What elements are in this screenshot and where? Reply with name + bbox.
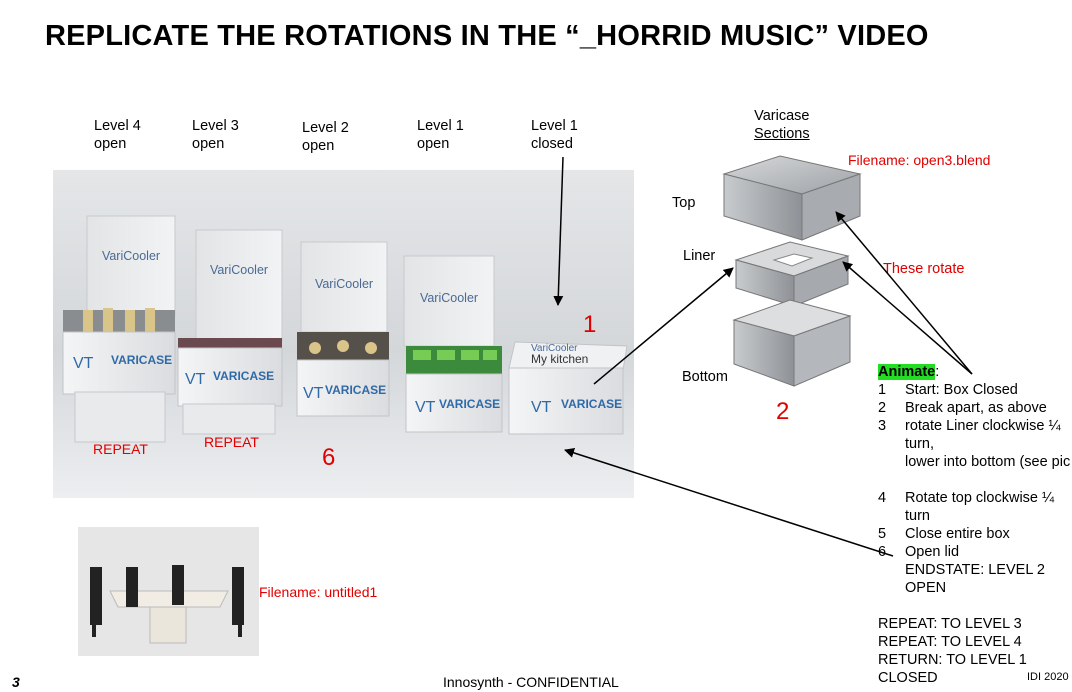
step-text: Break apart, as above [905,400,1047,416]
cooler-lid-label: VariCooler [420,291,478,305]
level-label-line2: closed [531,136,573,152]
these-rotate-note: These rotate [883,261,965,277]
step-row: 6 Open lid [878,543,1070,561]
level-1-closed-label: Level 1 closed [531,117,578,153]
vt-logo-icon: VT [185,371,206,388]
varicase-brand-text: VARICASE [213,369,274,383]
step-row: turn [878,507,1070,525]
vt-logo-icon: VT [531,399,552,416]
step-text: Rotate top clockwise ¼ [905,490,1055,506]
step-number [878,579,905,597]
level-label-line1: Level 2 [302,120,349,136]
step-text: Start: Box Closed [905,382,1018,398]
level-label-line1: Level 1 [417,118,464,134]
level-2-label: Level 2 open [302,119,349,155]
level-label-line1: Level 1 [531,118,578,134]
cooler-lid-label: VariCooler [102,249,160,263]
step-number: 1 [878,382,887,398]
step-row: turn, [878,435,1070,453]
repeat-line: CLOSED [878,670,938,686]
step-number [878,453,905,471]
liner-label: Liner [683,248,716,264]
product-photo: VariCooler VARICASE VT VariCooler VARICA… [53,170,634,498]
step-row: lower into bottom (see pic [878,453,1070,471]
step-number: 3 [878,418,887,434]
step-number: 6 [878,544,887,560]
repeat-line: REPEAT: TO LEVEL 3 [878,616,1022,632]
page-number: 3 [12,674,20,690]
step-row: ENDSTATE: LEVEL 2 [878,561,1070,579]
closed-lid-text: My kitchen [531,352,588,366]
sections-heading: Varicase Sections [754,107,810,143]
step-number [878,507,905,525]
cooler-lid-label: VariCooler [315,277,373,291]
vt-logo-icon: VT [303,385,324,402]
level-label-line2: open [302,138,335,154]
varicase-brand-text: VARICASE [325,383,386,397]
step-text: rotate Liner clockwise ¼ [905,418,1061,434]
step-text: lower into bottom (see pic [905,454,1071,470]
varicase-brand-text: VARICASE [111,353,172,367]
step-number [878,561,905,579]
dining-set-thumbnail [78,527,259,656]
step-number: 2 [878,400,887,416]
level-3-label: Level 3 open [192,117,239,153]
step-number-1: 1 [583,311,596,338]
varicase-sections-diagram [722,155,862,387]
filename-open3: Filename: open3.blend [848,152,991,168]
level-label-line2: open [94,136,127,152]
step-row: 5 Close entire box [878,525,1070,543]
footer-right: IDI 2020 [1027,671,1069,683]
top-label: Top [672,195,696,211]
level-label-line1: Level 4 [94,118,141,134]
animate-colon: : [935,364,940,380]
repeat-line: REPEAT: TO LEVEL 4 [878,634,1022,650]
level-4-label: Level 4 open [94,117,141,153]
step-text: turn [905,508,930,524]
repeat-line: RETURN: TO LEVEL 1 [878,652,1027,668]
step-number: 4 [878,490,887,506]
step-row: 2 Break apart, as above [878,399,1070,417]
level-label-line2: open [417,136,450,152]
sections-heading-line1: Varicase [754,108,810,124]
step-row [878,471,1070,489]
vt-logo-icon: VT [73,355,94,372]
repeat-label: REPEAT [93,441,148,457]
sections-heading-line2: Sections [754,126,810,142]
vt-logo-icon: VT [415,399,436,416]
step-number [878,435,905,453]
step-row: 4 Rotate top clockwise ¼ [878,489,1070,507]
step-row: OPEN [878,579,1070,597]
level-1-open-label: Level 1 open [417,117,464,153]
closed-lid-cooler-label: VariCooler [531,343,578,354]
step-text: OPEN [905,580,947,596]
step-text: ENDSTATE: LEVEL 2 [905,562,1045,578]
level-label-line1: Level 3 [192,118,239,134]
step-number-2: 2 [776,398,790,425]
confidential-footer: Innosynth - CONFIDENTIAL [443,674,619,690]
step-number-6: 6 [322,444,335,471]
step-text: Close entire box [905,526,1010,542]
cooler-lid-label: VariCooler [210,263,268,277]
filename-untitled1: Filename: untitled1 [259,584,378,600]
level-label-line2: open [192,136,225,152]
animate-label: Animate [878,364,936,380]
animate-instructions: Animate: 1 Start: Box Closed 2 Break apart… [878,363,1070,687]
step-row: 3 rotate Liner clockwise ¼ [878,417,1070,435]
step-text: turn, [905,436,935,452]
varicase-brand-text: VARICASE [439,397,500,411]
step-text: Open lid [905,544,960,560]
step-number: 5 [878,526,887,542]
varicase-brand-text: VARICASE [561,397,622,411]
repeat-label: REPEAT [204,434,259,450]
step-number [878,471,905,489]
step-row: 1 Start: Box Closed [878,381,1070,399]
slide-title: REPLICATE THE ROTATIONS IN THE “_HORRID … [45,20,929,52]
